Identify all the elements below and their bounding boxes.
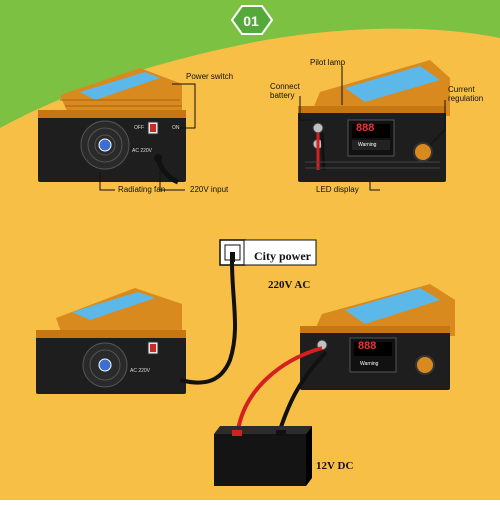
input-220v-label: 220V input [190, 185, 229, 194]
panel-off-label: OFF [134, 125, 144, 131]
top-display-warning: Warning [358, 142, 377, 148]
callout-lines-left [99, 83, 196, 191]
green-band [0, 0, 500, 128]
callout-lines-right [299, 66, 446, 191]
city-power-box [243, 239, 317, 266]
bottom-display-warning: Warning [360, 361, 379, 367]
inverter-front-view [298, 60, 450, 182]
power-switch-label: Power switch [186, 72, 234, 81]
city-power-label: City power [254, 249, 311, 263]
badge-number: 01 [243, 13, 259, 29]
pilot-lamp-label: Pilot lamp [310, 58, 346, 67]
bottom-panel-ac-label: AC 220V [130, 368, 151, 374]
voltage-ac-label: 220V AC [268, 279, 311, 291]
current-regulation-label: Current regulation [448, 85, 484, 103]
battery-negative-cable [278, 350, 328, 431]
led-display-label: LED display [316, 185, 359, 194]
battery [214, 426, 312, 486]
number-badge [230, 5, 274, 35]
voltage-dc-label: 12V DC [316, 460, 354, 472]
top-display-digits: 888 [356, 122, 375, 134]
panel-ac-label: AC 220V [132, 148, 153, 154]
power-cord [179, 261, 238, 385]
inverter-front-view-connected [300, 284, 455, 390]
inverter-back-view-connected [36, 288, 186, 394]
bottom-display-digits: 888 [358, 340, 377, 352]
inverter-back-view [38, 68, 186, 185]
battery-positive-cable [236, 346, 323, 431]
connect-battery-label: Connect battery [270, 82, 300, 100]
radiating-fan-label: Radiating fan [118, 185, 166, 194]
panel-on-label: ON [172, 125, 180, 131]
